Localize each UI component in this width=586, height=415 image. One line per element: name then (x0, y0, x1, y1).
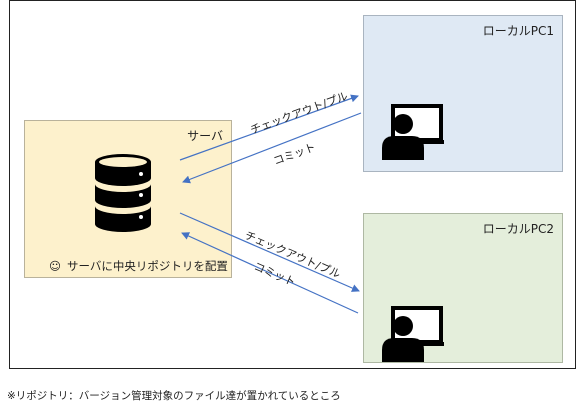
server-note-text: サーバに中央リポジトリを配置 (67, 259, 228, 273)
local-pc1-box: ローカルPC1 (363, 15, 563, 172)
user-computer-icon (382, 306, 444, 362)
checkout-arrow-1 (179, 94, 359, 161)
pc2-title: ローカルPC2 (482, 222, 554, 236)
smiley-icon: ☺ (49, 259, 61, 273)
commit-arrow-2 (181, 232, 359, 314)
database-icon (95, 154, 151, 232)
footnote: ※リポジトリ：バージョン管理対象のファイル達が置かれているところ (7, 390, 341, 402)
server-title: サーバ (187, 129, 223, 143)
checkout-label-1: チェックアウト/プル (249, 89, 350, 136)
commit-label-2: コミット (252, 260, 298, 289)
pc1-title: ローカルPC1 (482, 24, 554, 38)
server-note: ☺ サーバに中央リポジトリを配置 (49, 258, 228, 274)
server-box: サーバ ☺ サーバに中央リポジトリを配置 (24, 120, 232, 278)
commit-arrow-1 (182, 112, 362, 184)
local-pc2-box: ローカルPC2 (363, 213, 563, 363)
user-computer-icon (382, 104, 444, 160)
checkout-arrow-2 (179, 212, 360, 292)
